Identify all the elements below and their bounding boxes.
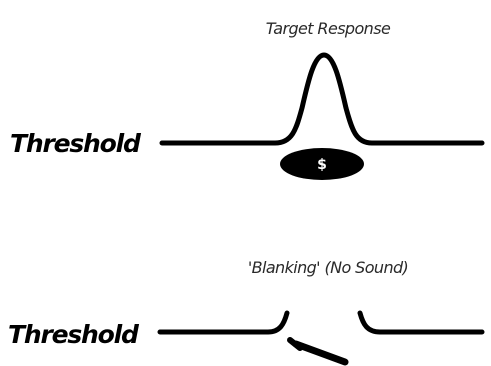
- blanking-caption: 'Blanking' (No Sound): [248, 258, 408, 277]
- blanking-panel: 'Blanking' (No Sound) Threshold: [8, 258, 485, 366]
- target-response-curve: [159, 52, 485, 146]
- coin-symbol: $: [317, 157, 327, 173]
- blanking-curve-left: [157, 310, 290, 335]
- nail-icon: [287, 337, 349, 366]
- top-threshold-label: Threshold: [10, 129, 142, 158]
- target-response-caption: Target Response: [266, 19, 391, 38]
- coin-icon: $: [280, 148, 364, 180]
- bottom-threshold-label: Threshold: [8, 320, 140, 349]
- target-response-panel: Target Response Threshold $: [10, 19, 485, 180]
- blanking-curve-right: [357, 310, 485, 335]
